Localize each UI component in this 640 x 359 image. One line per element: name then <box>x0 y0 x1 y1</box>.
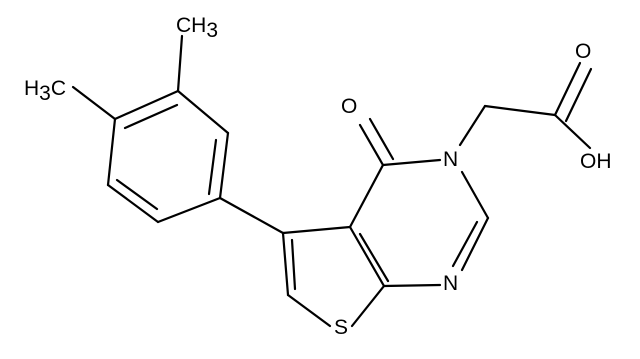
bond <box>113 89 180 121</box>
bond <box>381 158 442 167</box>
bond <box>460 216 490 272</box>
pyrimidine-ring <box>348 158 490 288</box>
carbonyl-oxygen-label: O <box>341 95 357 118</box>
bond-double <box>290 238 297 291</box>
bond <box>348 225 386 288</box>
bond-double <box>207 138 218 196</box>
thiophene-ring <box>281 225 390 328</box>
ring-nitrogen-n3-label: N <box>443 148 458 171</box>
bond <box>286 293 332 328</box>
bond-double <box>358 232 390 283</box>
benzene-ring <box>106 89 230 224</box>
ch3-left-label: H3C <box>24 77 66 105</box>
bond <box>368 117 395 161</box>
bond <box>358 123 385 167</box>
bond <box>281 225 352 235</box>
bond <box>218 131 230 200</box>
sulfur-label: S <box>334 316 348 339</box>
bond <box>156 196 222 224</box>
atom-labels: CH3 H3C O N N S O OH <box>24 14 612 339</box>
bond <box>176 89 230 135</box>
bond <box>564 67 593 123</box>
bond <box>553 113 592 150</box>
bond <box>350 284 386 328</box>
ring-nitrogen-n1-label: N <box>443 272 458 295</box>
acetic-acid-chain <box>458 61 593 150</box>
acid-hydroxyl-label: OH <box>580 150 612 173</box>
bond <box>176 34 184 93</box>
bond-double <box>123 103 179 130</box>
ch3-top-label: CH3 <box>176 14 218 42</box>
methyl-bonds <box>71 34 184 121</box>
acid-oxygen-label: O <box>575 40 591 63</box>
bond <box>218 196 285 235</box>
bond <box>106 183 160 224</box>
bond <box>460 170 490 220</box>
bond <box>281 231 290 297</box>
bond <box>71 85 117 121</box>
bond <box>483 104 557 117</box>
bond-double <box>115 178 159 211</box>
bond <box>382 283 442 288</box>
bond <box>106 117 117 187</box>
bond <box>553 61 582 117</box>
bond <box>348 163 385 229</box>
bond-double <box>451 220 479 268</box>
carbonyl <box>358 117 395 167</box>
bond <box>458 104 487 147</box>
